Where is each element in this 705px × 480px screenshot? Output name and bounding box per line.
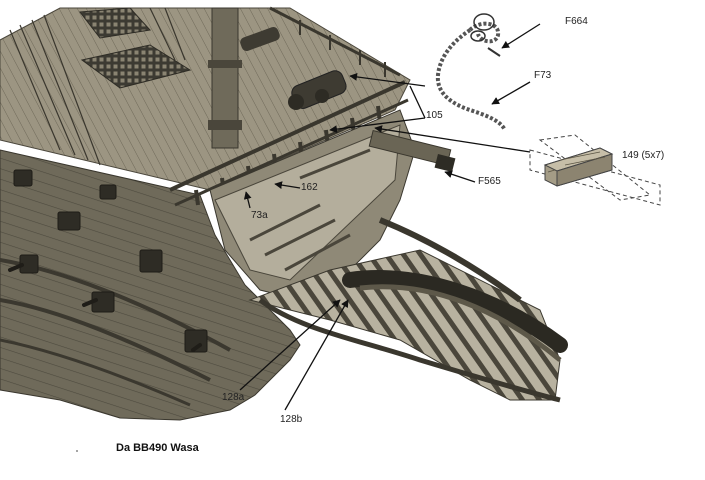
block-illustration xyxy=(529,134,661,206)
arrow-f664 xyxy=(501,23,541,49)
gun-port xyxy=(139,249,163,273)
label-73a: 73a xyxy=(251,210,268,221)
rope-illustration xyxy=(435,21,507,132)
arrow-128a xyxy=(239,299,341,391)
arrow-73a xyxy=(243,191,252,209)
arrow-f565 xyxy=(444,170,476,183)
gun-port xyxy=(184,329,208,353)
arrow-deck-cannon xyxy=(349,73,426,87)
gun-port xyxy=(57,211,81,231)
ship-head xyxy=(248,217,568,403)
arrow-128b xyxy=(284,299,349,411)
stray-mark xyxy=(76,450,78,452)
ship-deck xyxy=(0,6,411,207)
beakhead xyxy=(209,109,456,301)
deck-cannon xyxy=(288,70,347,110)
leader-arrows xyxy=(239,23,541,411)
arrow-105-b xyxy=(409,85,426,119)
gun-port xyxy=(99,184,117,200)
label-128b: 128b xyxy=(280,414,303,425)
label-105: 105 xyxy=(426,110,443,121)
gun-ports xyxy=(13,169,208,353)
gun-port xyxy=(13,169,33,187)
rope-knot xyxy=(470,13,501,57)
label-128a: 128a xyxy=(222,392,245,403)
label-149: 149 (5x7) xyxy=(622,150,665,161)
label-162: 162 xyxy=(301,182,318,193)
arrow-105 xyxy=(329,117,426,133)
arrow-162 xyxy=(274,181,301,189)
cannon-barrels xyxy=(8,263,202,352)
arrow-f73 xyxy=(491,81,531,105)
label-f73: F73 xyxy=(534,70,552,81)
arrow-149 xyxy=(374,125,531,153)
label-f664: F664 xyxy=(565,16,588,27)
label-f565: F565 xyxy=(478,176,501,187)
caption: Da BB490 Wasa xyxy=(116,442,199,454)
